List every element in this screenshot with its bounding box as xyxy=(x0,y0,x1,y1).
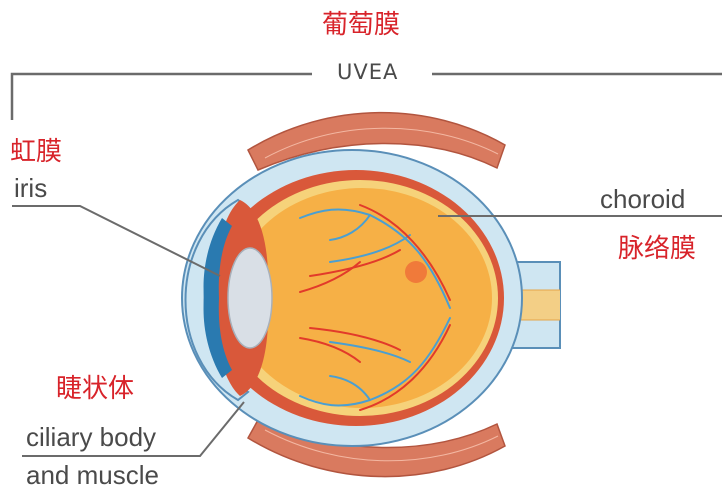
ciliary-label-english-line1: ciliary body xyxy=(26,424,156,450)
macula xyxy=(405,261,427,283)
title-english: UVEA xyxy=(337,62,398,83)
choroid-label-english: choroid xyxy=(600,186,685,212)
title-chinese: 葡萄膜 xyxy=(322,12,400,38)
iris-label-english: iris xyxy=(14,175,47,201)
choroid-label-chinese: 脉络膜 xyxy=(618,236,696,262)
lens xyxy=(228,248,272,348)
iris-label-chinese: 虹膜 xyxy=(10,139,62,165)
ciliary-label-chinese: 睫状体 xyxy=(56,376,134,402)
ciliary-label-english-line2: and muscle xyxy=(26,462,159,488)
